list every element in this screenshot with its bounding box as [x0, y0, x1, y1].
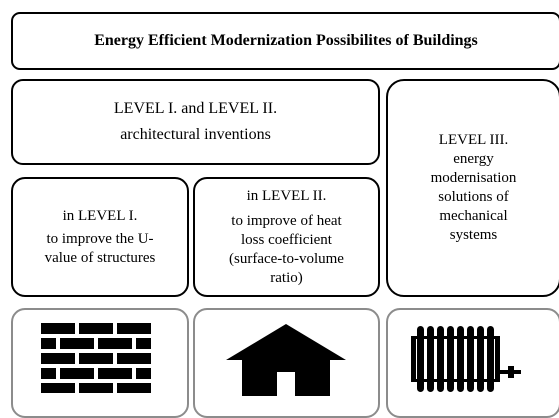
level-one-box: in LEVEL I. to improve the U- value of s…: [11, 177, 189, 297]
architectural-inventions-box: LEVEL I. and LEVEL II. architectural inv…: [11, 79, 380, 165]
house-icon: [226, 324, 346, 396]
level-two-heading: in LEVEL II.: [246, 187, 327, 204]
radiator-tile: [386, 308, 559, 418]
level-one-heading: in LEVEL I.: [62, 207, 138, 224]
level-two-line: (surface-to-volume: [229, 250, 344, 267]
level-two-line: ratio): [270, 269, 303, 286]
level-three-line: systems: [449, 227, 498, 243]
brick-wall-icon: [41, 323, 151, 393]
brick-wall-tile: [11, 308, 189, 418]
level-three-box: LEVEL III. energy modernisation solution…: [386, 79, 559, 297]
level-one-line: value of structures: [44, 249, 156, 266]
level-three-line: LEVEL III.: [438, 132, 509, 148]
architectural-levels-label: LEVEL I. and LEVEL II.: [113, 100, 278, 117]
radiator-icon: [411, 326, 521, 392]
level-three-line: mechanical: [439, 208, 508, 224]
level-two-box: in LEVEL II. to improve of heat loss coe…: [193, 177, 380, 297]
level-three-line: solutions of: [438, 189, 509, 205]
diagram-title-box: Energy Efficient Modernization Possibili…: [11, 12, 559, 70]
level-two-line: to improve of heat: [231, 212, 342, 229]
level-one-line: to improve the U-: [46, 230, 154, 247]
level-two-line: loss coefficient: [241, 231, 332, 248]
diagram-title: Energy Efficient Modernization Possibili…: [94, 32, 478, 49]
house-tile: [193, 308, 380, 418]
level-three-line: modernisation: [430, 170, 517, 186]
architectural-inventions-label: architectural inventions: [120, 126, 271, 143]
level-three-line: energy: [453, 151, 494, 167]
